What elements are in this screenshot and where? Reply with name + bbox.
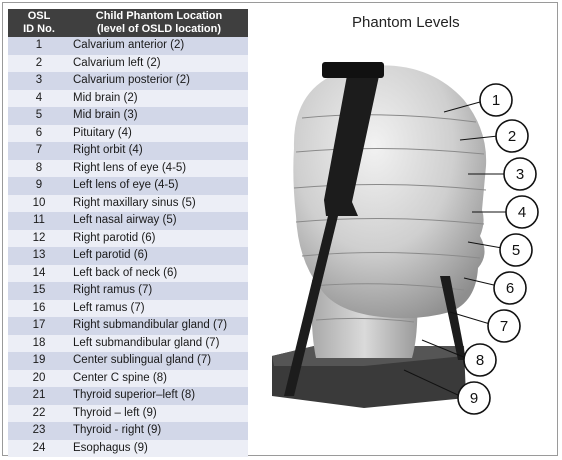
- location-cell: Thyroid superior–left (8): [70, 387, 248, 405]
- location-cell: Right ramus (7): [70, 282, 248, 300]
- location-cell: Mid brain (2): [70, 89, 248, 107]
- osl-id-cell: 9: [8, 177, 70, 195]
- osl-id-cell: 22: [8, 404, 70, 422]
- level-label-5: 5: [512, 242, 520, 259]
- level-label-3: 3: [516, 166, 524, 183]
- osl-id-cell: 3: [8, 72, 70, 90]
- location-cell: Left parotid (6): [70, 247, 248, 265]
- level-label-8: 8: [476, 352, 484, 369]
- level-label-4: 4: [518, 204, 526, 221]
- side-strap-right: [440, 276, 466, 360]
- osl-id-cell: 5: [8, 107, 70, 125]
- level-callouts: 1 2 3 4 5 6 7 8 9: [403, 83, 539, 415]
- location-cell: Right orbit (4): [70, 142, 248, 160]
- header-osl-id-line1: OSL: [27, 10, 51, 22]
- location-cell: Mid brain (3): [70, 107, 248, 125]
- location-cell: Center C spine (8): [70, 369, 248, 387]
- osl-id-cell: 11: [8, 212, 70, 230]
- head-strap: [324, 62, 382, 216]
- osl-id-cell: 13: [8, 247, 70, 265]
- osl-id-cell: 4: [8, 89, 70, 107]
- side-strap-left: [284, 216, 338, 396]
- header-location-line1: Child Phantom Location: [95, 10, 223, 22]
- strap-buckle: [322, 62, 384, 78]
- location-cell: Left nasal airway (5): [70, 212, 248, 230]
- osl-id-cell: 2: [8, 54, 70, 72]
- osl-id-cell: 14: [8, 264, 70, 282]
- osl-location-table: OSL ID No. Child Phantom Location (level…: [8, 9, 248, 457]
- location-cell: Right submandibular gland (7): [70, 317, 248, 335]
- osl-id-cell: 10: [8, 194, 70, 212]
- osl-id-cell: 17: [8, 317, 70, 335]
- header-osl-id: OSL ID No.: [8, 9, 70, 37]
- osl-id-cell: 8: [8, 159, 70, 177]
- level-label-1: 1: [492, 92, 500, 109]
- location-cell: Esophagus (9): [70, 439, 248, 457]
- level-label-9: 9: [470, 390, 478, 407]
- osl-id-cell: 15: [8, 282, 70, 300]
- location-cell: Calvarium left (2): [70, 54, 248, 72]
- osl-id-cell: 23: [8, 422, 70, 440]
- osl-id-cell: 12: [8, 229, 70, 247]
- osl-id-cell: 1: [8, 37, 70, 55]
- osl-id-cell: 6: [8, 124, 70, 142]
- level-label-7: 7: [500, 318, 508, 335]
- header-location: Child Phantom Location (level of OSLD lo…: [70, 9, 248, 37]
- phantom-head-photo: 1 2 3 4 5 6 7 8 9: [272, 62, 539, 415]
- location-cell: Left lens of eye (4-5): [70, 177, 248, 195]
- osl-id-cell: 7: [8, 142, 70, 160]
- location-cell: Right lens of eye (4-5): [70, 159, 248, 177]
- location-cell: Thyroid – left (9): [70, 404, 248, 422]
- location-cell: Left ramus (7): [70, 299, 248, 317]
- photo-title: Phantom Levels: [352, 14, 460, 31]
- level-label-2: 2: [508, 128, 516, 145]
- header-osl-id-line2: ID No.: [23, 23, 55, 35]
- osl-id-cell: 18: [8, 334, 70, 352]
- location-cell: Calvarium posterior (2): [70, 72, 248, 90]
- location-cell: Calvarium anterior (2): [70, 37, 248, 55]
- level-label-6: 6: [506, 280, 514, 297]
- table-header-row: OSL ID No. Child Phantom Location (level…: [8, 9, 248, 37]
- osl-id-cell: 21: [8, 387, 70, 405]
- header-location-line2: (level of OSLD location): [96, 23, 222, 35]
- location-cell: Right maxillary sinus (5): [70, 194, 248, 212]
- osl-id-cell: 20: [8, 369, 70, 387]
- location-cell: Pituitary (4): [70, 124, 248, 142]
- location-cell: Left back of neck (6): [70, 264, 248, 282]
- location-cell: Thyroid - right (9): [70, 422, 248, 440]
- osl-id-cell: 16: [8, 299, 70, 317]
- location-cell: Left submandibular gland (7): [70, 334, 248, 352]
- location-cell: Right parotid (6): [70, 229, 248, 247]
- location-cell: Center sublingual gland (7): [70, 352, 248, 370]
- osl-id-cell: 24: [8, 439, 70, 457]
- osl-id-cell: 19: [8, 352, 70, 370]
